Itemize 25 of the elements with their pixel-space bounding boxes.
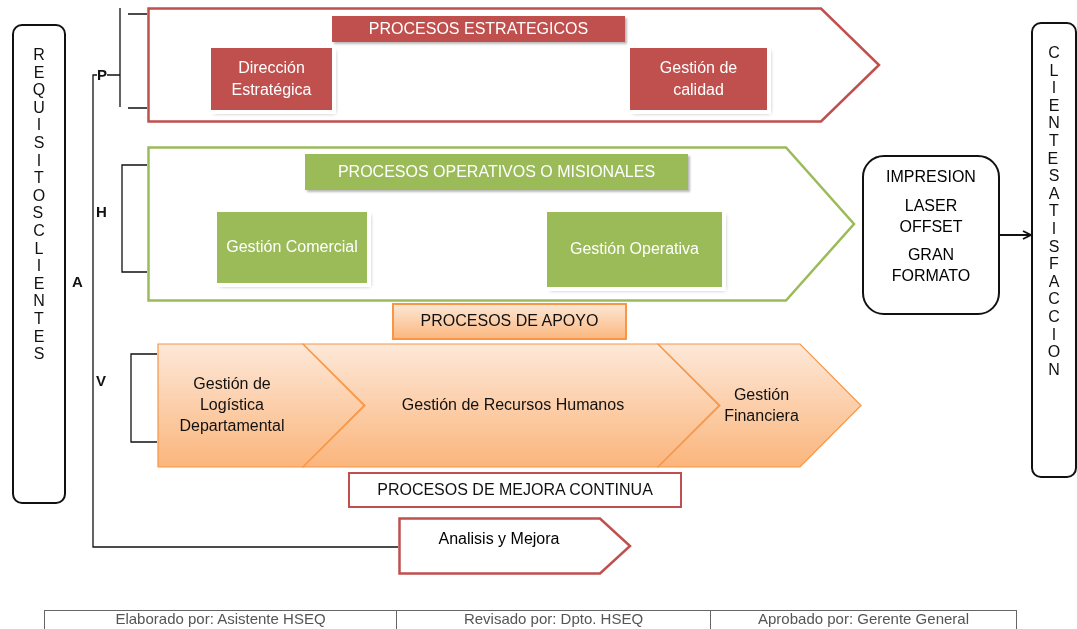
service-text: GRAN FORMATO	[890, 245, 972, 287]
process-label: Analisis y Mejora	[437, 528, 561, 549]
process-box: PROCESOS DE APOYO	[392, 303, 627, 340]
process-arrow-shape	[398, 517, 632, 575]
process-label: Gestión de Recursos Humanos	[400, 395, 626, 416]
chevron-shape	[157, 343, 365, 468]
process-label: Gestión de Logística Departamental	[178, 374, 286, 436]
rounded-box	[862, 155, 1000, 315]
arrow	[999, 230, 1032, 240]
footer-cell: Elaborado por: Asistente HSEQ	[44, 610, 396, 629]
vertical-label-box	[1031, 22, 1077, 478]
section-title-tab: PROCESOS OPERATIVOS O MISIONALES	[305, 154, 688, 190]
footer-cell: Revisado por: Dpto. HSEQ	[396, 610, 710, 629]
service-text: IMPRESION	[885, 167, 977, 187]
footer-cell: Aprobado por: Gerente General	[710, 610, 1017, 629]
vertical-text: REQUISITOS CLIENTES	[32, 46, 46, 363]
process-arrow-shape	[147, 146, 856, 302]
process-label: Gestión Financiera	[723, 384, 800, 426]
process-arrow-shape	[147, 7, 881, 123]
vertical-text: CLIENTE SATISFACCION	[1047, 44, 1061, 379]
process-box: PROCESOS DE MEJORA CONTINUA	[348, 472, 682, 508]
service-text: LASER OFFSET	[898, 195, 964, 237]
section-title-tab: PROCESOS ESTRATEGICOS	[332, 16, 625, 42]
vertical-label-box	[12, 24, 66, 504]
chevron-shape	[657, 343, 862, 468]
